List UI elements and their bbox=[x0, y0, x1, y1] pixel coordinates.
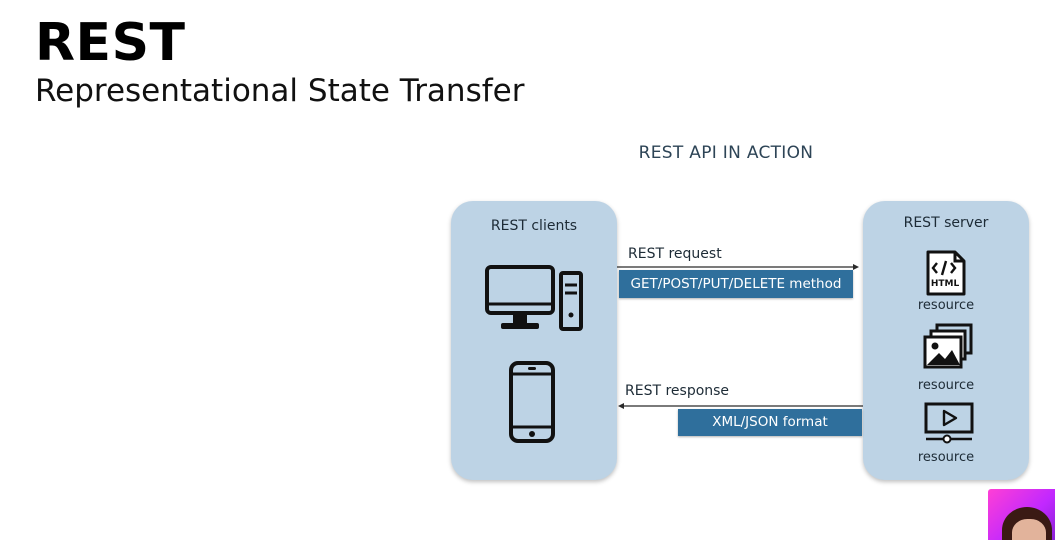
resource-label-video: resource bbox=[917, 450, 975, 465]
rest-request-label: REST request bbox=[628, 246, 722, 262]
html-icon-text: HTML bbox=[931, 279, 960, 289]
response-arrow bbox=[618, 403, 863, 409]
presenter-face bbox=[1012, 519, 1046, 540]
desktop-computer-icon bbox=[485, 265, 583, 331]
smartphone-icon bbox=[509, 361, 555, 443]
diagram-heading: REST API IN ACTION bbox=[638, 143, 814, 163]
slide-subtitle: Representational State Transfer bbox=[35, 73, 525, 109]
format-badge: XML/JSON format bbox=[678, 409, 862, 436]
slide-title: REST bbox=[35, 13, 186, 73]
images-icon bbox=[923, 323, 973, 369]
resource-label-images: resource bbox=[917, 378, 975, 393]
rest-server-panel: REST server HTML resource resource r bbox=[863, 201, 1029, 480]
rest-clients-panel: REST clients bbox=[451, 201, 617, 480]
rest-clients-label: REST clients bbox=[490, 218, 578, 234]
method-badge: GET/POST/PUT/DELETE method bbox=[619, 270, 853, 298]
html-file-icon: HTML bbox=[926, 250, 966, 296]
rest-response-label: REST response bbox=[625, 383, 730, 399]
rest-server-label: REST server bbox=[903, 215, 989, 231]
resource-label-html: resource bbox=[917, 298, 975, 313]
request-arrow bbox=[617, 264, 859, 270]
video-player-icon bbox=[924, 402, 974, 444]
presenter-webcam-thumbnail bbox=[988, 489, 1055, 540]
